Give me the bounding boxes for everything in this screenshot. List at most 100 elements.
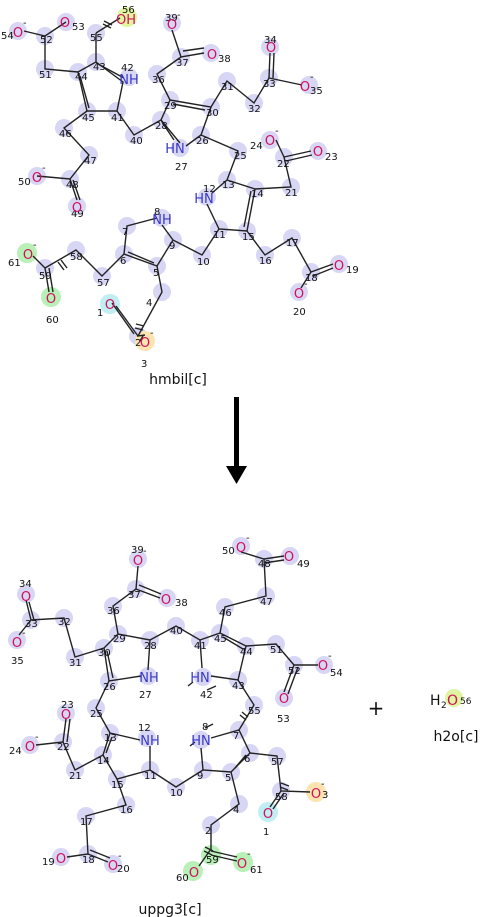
oxygen-atom-label: O bbox=[334, 259, 344, 274]
bonds bbox=[18, 551, 318, 867]
atom-index-label: 49 bbox=[297, 559, 310, 570]
atom-index-label: 27 bbox=[139, 690, 152, 701]
atom-index-label: 7 bbox=[122, 227, 128, 238]
atom-index-label: 55 bbox=[90, 33, 103, 44]
oxygen-atom-label: O bbox=[263, 807, 273, 822]
atom-index-label: 55 bbox=[248, 706, 261, 717]
atom-index-label: 28 bbox=[144, 641, 157, 652]
atom-index-label: 34 bbox=[19, 579, 32, 590]
atom-index-label: 14 bbox=[251, 189, 264, 200]
atom-index-label: 49 bbox=[71, 209, 84, 220]
atom-index-label: 16 bbox=[120, 805, 133, 816]
charge-label: - bbox=[310, 72, 314, 83]
water-oxygen-highlight bbox=[445, 689, 463, 707]
oxygen-atom-label: O bbox=[294, 287, 304, 302]
atom-index-label: 32 bbox=[248, 104, 261, 115]
charge-label: - bbox=[42, 163, 46, 174]
water-subscript: 2 bbox=[441, 701, 447, 711]
reactant-hmbil-structure bbox=[9, 7, 348, 351]
charge-label: - bbox=[23, 18, 27, 29]
atom-index-label: 60 bbox=[176, 873, 189, 884]
atom-index-label: 35 bbox=[310, 86, 323, 97]
atom-index-label: 8 bbox=[154, 207, 160, 218]
atom-index-label: 57 bbox=[97, 278, 110, 289]
atom-index-label: 51 bbox=[39, 70, 52, 81]
oxygen-atom-label: O bbox=[60, 16, 70, 31]
atom-index-label: 24 bbox=[9, 746, 22, 757]
atom-index-label: 31 bbox=[69, 658, 82, 669]
atom-index-label: 31 bbox=[221, 82, 234, 93]
oxygen-atom-label: O bbox=[300, 80, 310, 95]
oxygen-atom-label: O bbox=[140, 336, 150, 351]
atom-index-label: 26 bbox=[196, 136, 209, 147]
atom-index-label: 6 bbox=[120, 256, 126, 267]
atom-index-label: 18 bbox=[82, 855, 95, 866]
atom-index-label: 2 bbox=[205, 826, 211, 837]
oxygen-atom-label: O bbox=[25, 740, 35, 755]
atom-index-label: 47 bbox=[260, 597, 273, 608]
atom-index-label: 19 bbox=[346, 265, 359, 276]
atom-index-label: 34 bbox=[264, 35, 277, 46]
atom-index-label: 54 bbox=[1, 31, 14, 42]
atom-index-label: 2 bbox=[135, 338, 141, 349]
oxygen-atom-label: O bbox=[21, 590, 31, 605]
atom-index-label: 17 bbox=[80, 817, 93, 828]
atom-index-label: 44 bbox=[240, 647, 253, 658]
atom-index-label: 20 bbox=[117, 864, 130, 875]
atom-index-label: 4 bbox=[233, 805, 239, 816]
atom-index-label: 56 bbox=[122, 5, 135, 16]
atom-index-label: 59 bbox=[206, 855, 219, 866]
oxygen-atom-label: O bbox=[237, 857, 247, 872]
oxygen-atom-label: O bbox=[23, 248, 33, 263]
atom-index-label: 4 bbox=[146, 298, 152, 309]
oxygen-atom-label: O bbox=[189, 866, 199, 881]
nitrogen-atom-label: HN bbox=[190, 671, 210, 686]
atom-index-label: 7 bbox=[233, 731, 239, 742]
atom-index-label: 10 bbox=[197, 257, 210, 268]
atom-index-label: 52 bbox=[40, 35, 53, 46]
oxygen-atom-label: O bbox=[284, 550, 294, 565]
atom-index-label: 12 bbox=[138, 723, 151, 734]
atom-index-label: 58 bbox=[275, 792, 288, 803]
oxygen-atom-label: O bbox=[318, 659, 328, 674]
atom-index-label: 1 bbox=[263, 827, 269, 838]
atom-index-label: 13 bbox=[222, 180, 235, 191]
atom-index-label: 29 bbox=[113, 634, 126, 645]
charge-label: - bbox=[177, 10, 181, 21]
oxygen-atom-label: O bbox=[133, 554, 143, 569]
nitrogen-atom-label: HN bbox=[165, 142, 185, 157]
atom-index-label: 12 bbox=[203, 184, 216, 195]
atom-index-label: 39 bbox=[131, 545, 144, 556]
charge-label: - bbox=[328, 651, 332, 662]
atom-index-label: 43 bbox=[232, 681, 245, 692]
oxygen-atom-label: O bbox=[46, 292, 56, 307]
charge-label: - bbox=[35, 732, 39, 743]
atom-index-label: 29 bbox=[164, 101, 177, 112]
atom-index-label: 37 bbox=[128, 590, 141, 601]
atom-index-label: 44 bbox=[75, 72, 88, 83]
atom-index-label: 35 bbox=[11, 656, 24, 667]
charge-label: - bbox=[275, 126, 279, 137]
atom-index-label: 40 bbox=[130, 136, 143, 147]
product-water-structure: H 2 O 56 bbox=[430, 689, 472, 711]
oxygen-atom-label: O bbox=[266, 41, 276, 56]
oxygen-atom-label: O bbox=[61, 708, 71, 723]
nitrogen-atom-label: NH bbox=[152, 213, 172, 228]
oxygen-atom-label: O bbox=[207, 48, 217, 63]
product-uppg3-structure bbox=[8, 537, 333, 881]
atom-index-label: 39 bbox=[165, 13, 178, 24]
water-atom-index: 56 bbox=[460, 697, 472, 707]
atom-index-label: 6 bbox=[244, 754, 250, 765]
atom-index-label: 48 bbox=[66, 180, 79, 191]
atom-index-label: 23 bbox=[61, 700, 74, 711]
water-o-label: O bbox=[447, 693, 458, 709]
atom-index-label: 60 bbox=[46, 315, 59, 326]
atom-index-label: 61 bbox=[8, 258, 21, 269]
atom-index-label: 46 bbox=[59, 129, 72, 140]
oxygen-atom-label: O bbox=[161, 593, 171, 608]
